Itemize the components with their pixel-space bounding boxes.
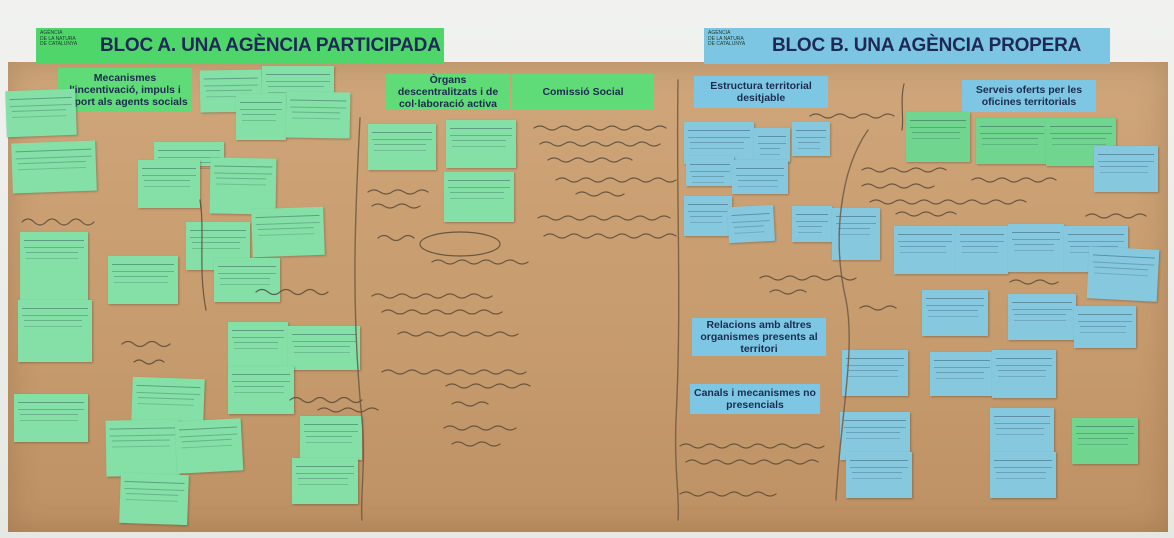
sticky-note	[368, 124, 436, 170]
sticky-note	[228, 322, 288, 368]
sticky-note	[236, 94, 286, 140]
sticky-note	[288, 326, 360, 370]
sticky-note	[1094, 146, 1158, 192]
sticky-note	[930, 352, 994, 396]
sticky-note	[732, 160, 788, 194]
agency-logo-b: AGÈNCIA DE LA NATURA DE CATALUNYA	[708, 30, 746, 47]
sticky-note	[214, 258, 280, 302]
sticky-note	[976, 118, 1048, 164]
sticky-note	[138, 160, 200, 208]
sticky-note	[20, 232, 88, 302]
header-relacions: Relacions amb altres organismes presents…	[692, 318, 826, 356]
header-serveis: Serveis oferts per les oficines territor…	[962, 80, 1096, 112]
sticky-note	[18, 300, 92, 362]
sticky-note	[992, 350, 1056, 398]
sticky-note	[228, 366, 294, 414]
bloc-b-title: BLOC B. UNA AGÈNCIA PROPERA	[772, 35, 1082, 56]
bloc-b-banner: AGÈNCIA DE LA NATURA DE CATALUNYA BLOC B…	[704, 28, 1110, 64]
sticky-note	[1008, 294, 1076, 340]
sticky-note	[922, 290, 988, 336]
sticky-note	[906, 112, 970, 162]
sticky-note	[300, 416, 362, 460]
sticky-note	[754, 128, 790, 162]
sticky-note	[444, 172, 514, 222]
sticky-note	[446, 120, 516, 168]
bloc-a-banner: AGÈNCIA DE LA NATURA DE CATALUNYA BLOC A…	[36, 28, 444, 64]
header-mecanismes: Mecanismes l'incentivació, impuls i supo…	[58, 68, 192, 112]
bloc-a-title: BLOC A. UNA AGÈNCIA PARTICIPADA	[100, 35, 441, 56]
sticky-note	[684, 196, 732, 236]
sticky-note	[990, 408, 1054, 456]
sticky-note	[842, 350, 908, 396]
sticky-note	[1072, 418, 1138, 464]
sticky-note	[990, 452, 1056, 498]
header-comissio: Comissió Social	[512, 74, 654, 110]
sticky-note	[792, 206, 832, 242]
header-estructura: Estructura territorial desitjable	[694, 76, 828, 108]
sticky-note	[792, 122, 830, 156]
sticky-note	[686, 156, 734, 186]
sticky-note	[846, 452, 912, 498]
sticky-note	[292, 458, 358, 504]
sticky-note	[1074, 306, 1136, 348]
header-canals: Canals i mecanismes no presencials	[690, 384, 820, 414]
sticky-note	[108, 256, 178, 304]
sticky-note	[894, 226, 956, 274]
header-organs: Òrgans descentralitzats i de col·laborac…	[386, 74, 510, 110]
sticky-note	[14, 394, 88, 442]
agency-logo-a: AGÈNCIA DE LA NATURA DE CATALUNYA	[40, 30, 78, 47]
sticky-note	[1008, 224, 1064, 272]
sticky-note	[956, 226, 1008, 274]
